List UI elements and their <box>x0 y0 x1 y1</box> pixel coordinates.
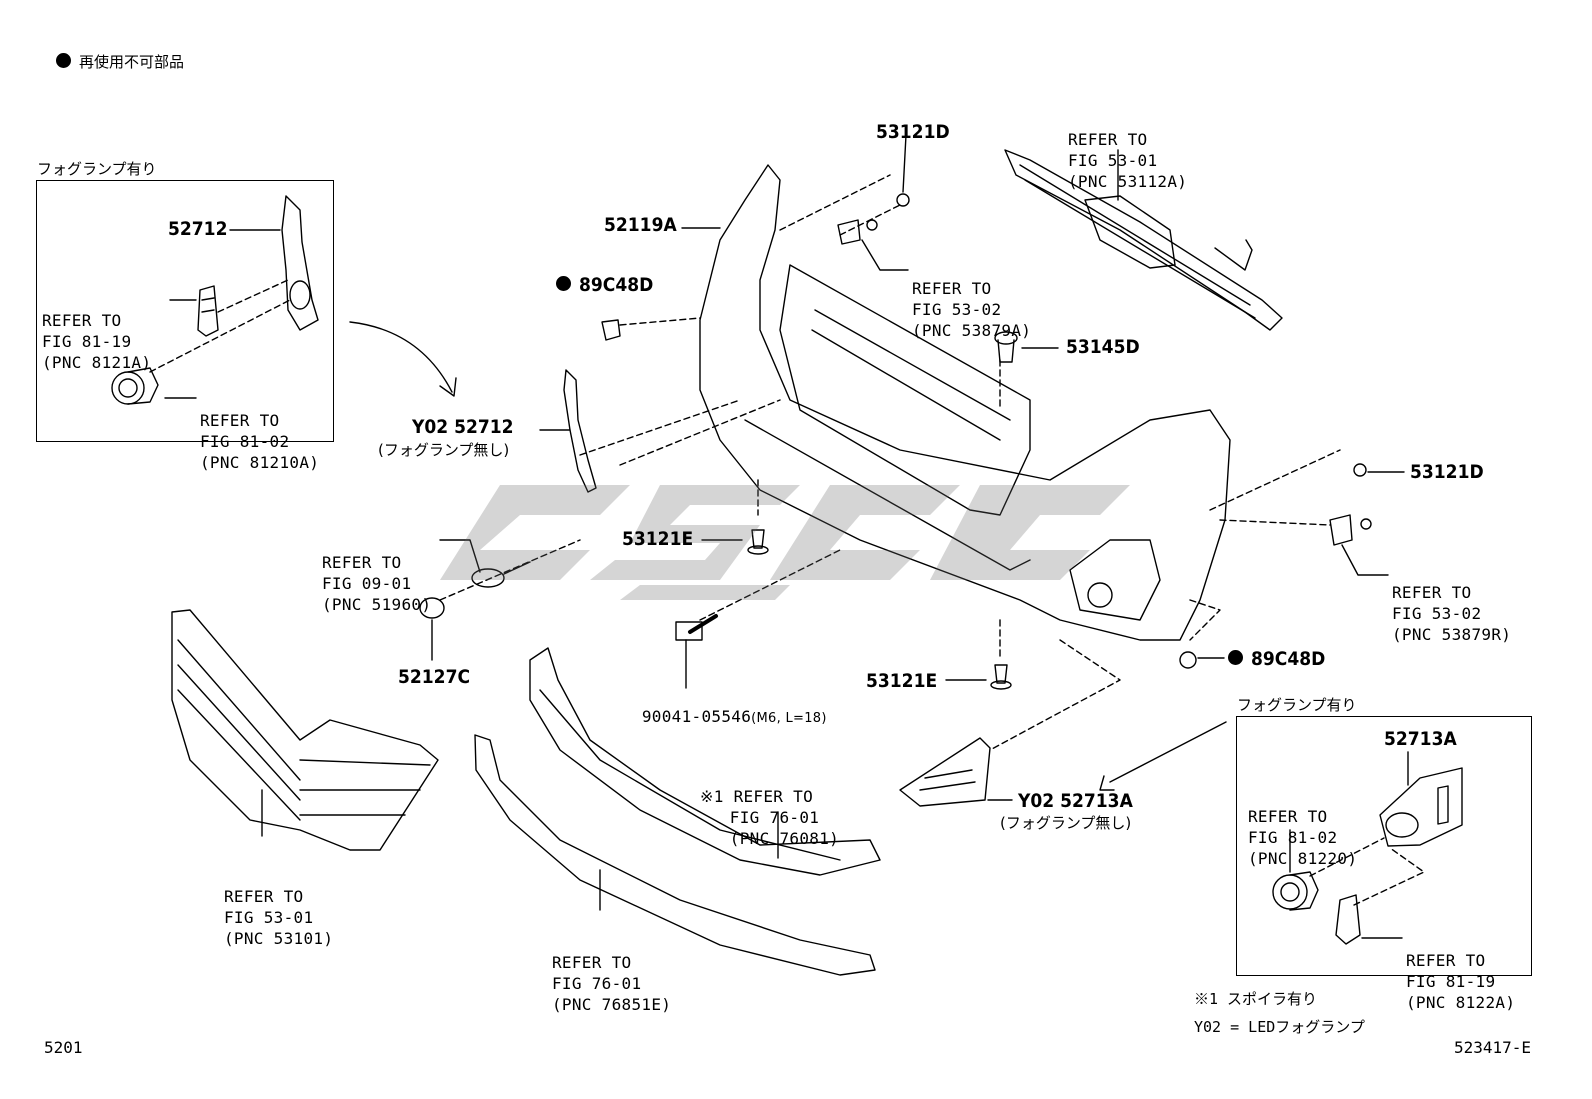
grille-53101-drawing <box>171 609 439 851</box>
part-53145D[interactable]: 53145D <box>1066 336 1140 358</box>
part-52712[interactable]: 52712 <box>168 218 228 240</box>
part-53121E-upper[interactable]: 53121E <box>622 528 694 550</box>
fog-lamp-81220-drawing <box>1272 871 1319 911</box>
clip-53121E-upper-drawing <box>747 529 769 555</box>
left-fog-box <box>36 180 334 442</box>
clip-89C48D-right-drawing <box>1179 651 1197 669</box>
clip-53121D-top-drawing <box>896 193 910 207</box>
clip-53121E-lower-drawing <box>990 664 1012 690</box>
right-fog-box <box>1236 716 1532 976</box>
part-89C48D-right[interactable]: 89C48D <box>1228 650 1325 669</box>
part-y02-52713A[interactable]: Y02 52713A <box>1018 790 1133 812</box>
part-52713A[interactable]: 52713A <box>1384 728 1457 750</box>
ref-fig76-01-upper[interactable]: ※1 REFER TO FIG 76-01 (PNC 76081) <box>700 787 840 848</box>
part-53121D-top[interactable]: 53121D <box>876 121 950 143</box>
fog-lamp-81210A-drawing <box>111 367 159 405</box>
watermark-logo <box>440 485 1130 600</box>
towing-eye-51960-drawing <box>471 561 531 588</box>
bezel-52712-drawing <box>281 195 319 331</box>
fog-cover-8122A-drawing <box>1335 894 1361 945</box>
bezel-y02-52713A-drawing <box>899 737 991 807</box>
bracket-53879A-drawing <box>837 219 878 245</box>
lower-grille-53112A-drawing <box>1004 149 1283 331</box>
fog-cover-8121A-drawing <box>197 285 219 337</box>
part-52119A[interactable]: 52119A <box>604 214 677 236</box>
fastener-53145D-drawing <box>994 331 1018 363</box>
part-53121E-lower[interactable]: 53121E <box>866 670 938 692</box>
note-y02: Y02 = LEDフォグランプ <box>1194 1018 1365 1036</box>
non-reusable-dot-icon <box>56 53 71 68</box>
bezel-52713A-drawing <box>1379 767 1463 847</box>
bracket-53879R-drawing <box>1329 514 1372 546</box>
towing-eye-cover-52127C-drawing <box>419 597 445 619</box>
right-box-title: フォグランプ有り <box>1237 696 1357 714</box>
non-reusable-dot-icon <box>556 276 571 291</box>
part-90041[interactable]: 90041-05546(M6, L=18) <box>641 707 827 726</box>
y02-52713A-note: (フォグランプ無し) <box>1000 814 1132 832</box>
legend-non-reusable: 再使用不可部品 <box>56 53 185 71</box>
lower-spoiler-76851E-drawing <box>474 734 876 976</box>
y02-52712-note: (フォグランプ無し) <box>378 441 510 459</box>
clip-53121D-right-drawing <box>1353 463 1367 477</box>
clip-89C48D-left-drawing <box>601 319 621 341</box>
footer-right-code: 523417-E <box>1454 1038 1532 1057</box>
legend-label: 再使用不可部品 <box>79 53 185 71</box>
footer-left-code: 5201 <box>44 1038 83 1057</box>
part-y02-52712[interactable]: Y02 52712 <box>412 416 514 438</box>
bolt-90041-drawing <box>675 614 718 641</box>
left-box-title: フォグランプ有り <box>37 160 157 178</box>
part-53121D-right[interactable]: 53121D <box>1410 461 1484 483</box>
non-reusable-dot-icon <box>1228 650 1243 665</box>
bezel-y02-52712-drawing <box>563 369 597 493</box>
front-bumper-52119A-drawing <box>699 164 1231 641</box>
part-52127C[interactable]: 52127C <box>398 666 471 688</box>
part-89C48D-left[interactable]: 89C48D <box>556 276 653 295</box>
spoiler-76081-drawing <box>529 647 881 876</box>
note-spoiler: ※1 スポイラ有り <box>1194 990 1318 1008</box>
